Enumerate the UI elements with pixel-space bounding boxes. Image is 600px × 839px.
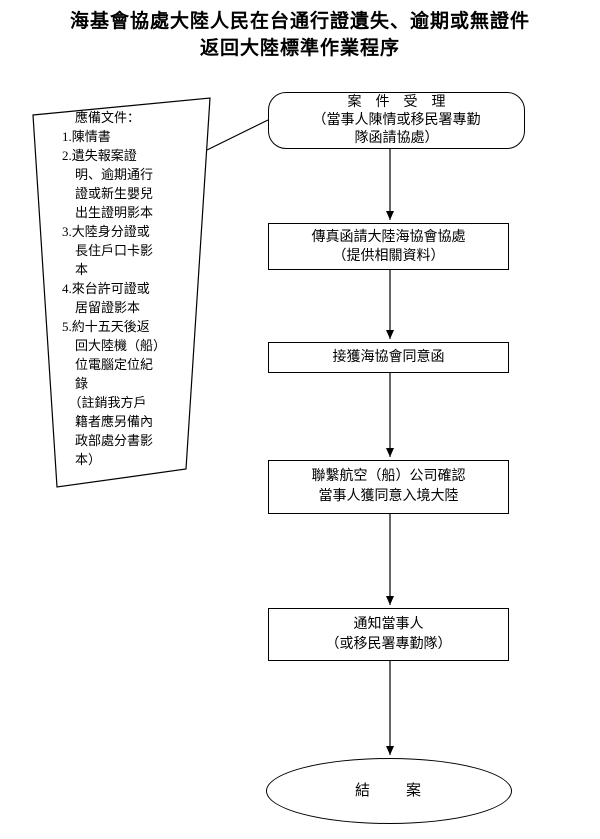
- step-case-acceptance: 案 件 受 理 （當事人陳情或移民署專勤 隊函請協處）: [268, 92, 525, 149]
- step-contact-carrier: 聯繫航空（船）公司確認 當事人獲同意入境大陸: [268, 460, 509, 514]
- step-fax-request: 傳真函請大陸海協會協處 （提供相關資料）: [268, 223, 509, 270]
- documents-note: 應備文件： 1.陳情書 2.遺失報案證 明、逾期通行 證或新生嬰兒 出生證明影本…: [62, 110, 167, 467]
- note-connector-line: [206, 119, 269, 151]
- step-notify-party: 通知當事人 （或移民署專勤隊）: [268, 608, 509, 661]
- page-title-line1: 海基會協處大陸人民在台通行證遺失、逾期或無證件: [69, 11, 530, 32]
- page-title: 海基會協處大陸人民在台通行證遺失、逾期或無證件 返回大陸標準作業程序: [0, 8, 600, 62]
- documents-note-outline: [32, 97, 211, 488]
- page-title-line2: 返回大陸標準作業程序: [199, 38, 400, 59]
- step-case-closed: 結 案: [266, 758, 512, 824]
- step-receive-consent: 接獲海協會同意函: [268, 342, 509, 373]
